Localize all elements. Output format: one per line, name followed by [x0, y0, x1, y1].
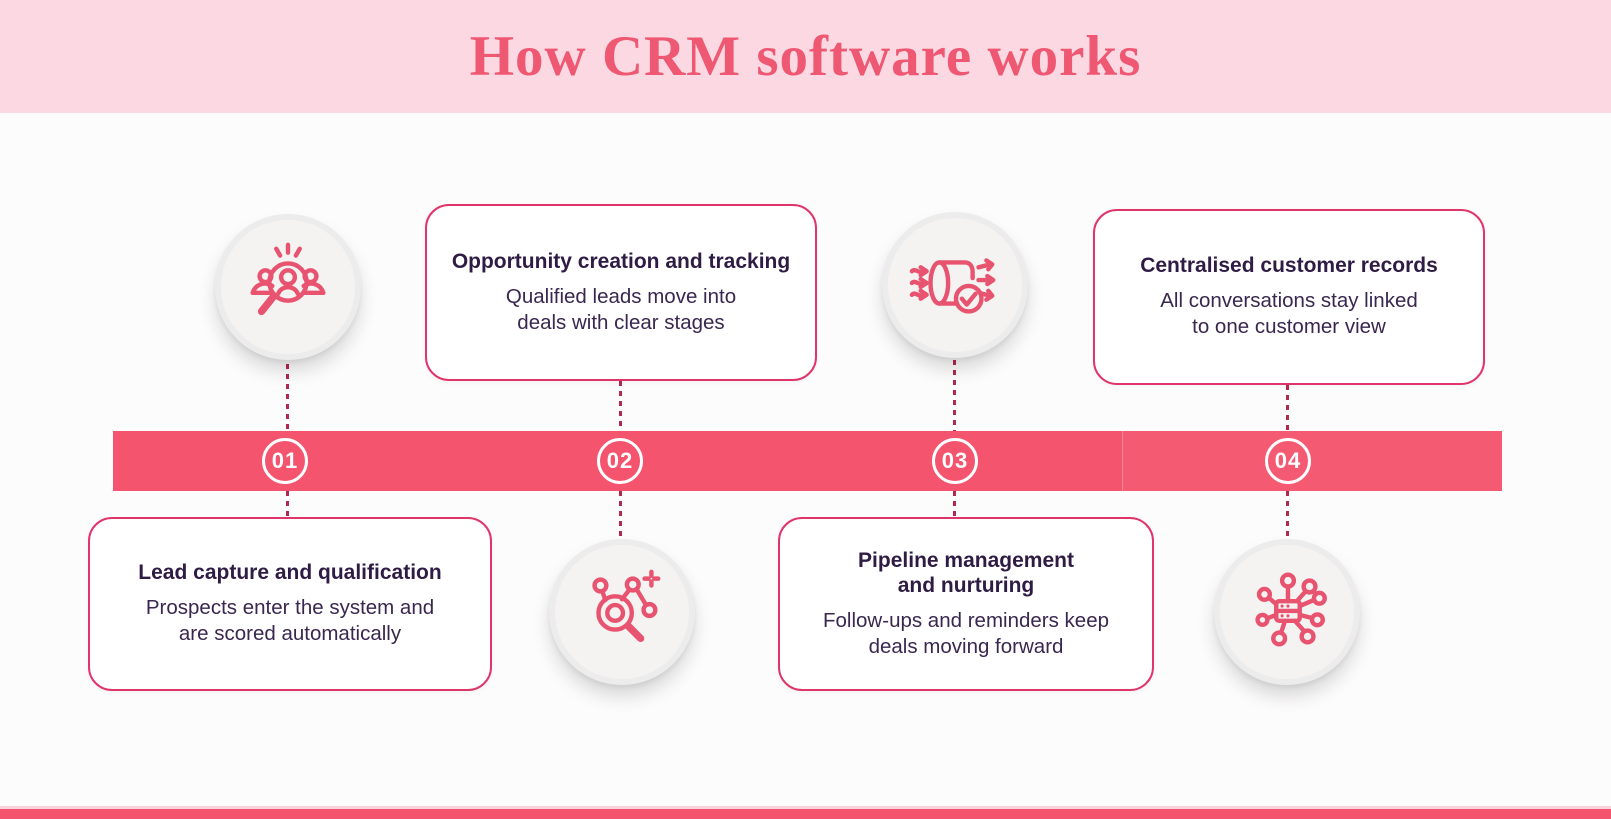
- icon-circle-step-4: [1214, 539, 1360, 685]
- card-description: Qualified leads move into deals with cle…: [505, 284, 737, 334]
- icon-circle-step-2: [549, 539, 695, 685]
- connector-line: [953, 491, 956, 517]
- card-title: Lead capture and qualification: [138, 561, 442, 585]
- step-card-1: Lead capture and qualification Prospects…: [88, 517, 492, 691]
- connector-line: [286, 364, 289, 431]
- connector-line: [953, 360, 956, 431]
- timeline-bar-segment: [1122, 431, 1503, 491]
- connector-line: [1286, 491, 1289, 539]
- card-title: Centralised customer records: [1140, 254, 1438, 278]
- step-card-3: Pipeline management and nurturing Follow…: [778, 517, 1154, 691]
- card-description: Prospects enter the system and are score…: [145, 596, 435, 646]
- step-number-badge-4: 04: [1265, 438, 1311, 484]
- step-number-badge-3: 03: [932, 438, 978, 484]
- footer-accent-line: [0, 806, 1611, 809]
- connector-line: [619, 491, 622, 539]
- connector-line: [619, 381, 622, 431]
- connector-line: [286, 491, 289, 517]
- card-title: Pipeline management and nurturing: [858, 548, 1074, 598]
- header-band: How CRM software works: [0, 0, 1611, 113]
- step-number-badge-2: 02: [597, 438, 643, 484]
- card-description: All conversations stay linked to one cus…: [1160, 289, 1418, 339]
- step-number-badge-1: 01: [262, 438, 308, 484]
- step-card-2: Opportunity creation and tracking Qualif…: [425, 204, 817, 381]
- hub-network-icon: [1238, 561, 1336, 664]
- icon-circle-step-3: [882, 212, 1028, 358]
- connector-line: [1286, 385, 1289, 431]
- page-title: How CRM software works: [469, 25, 1142, 88]
- icon-circle-step-1: [215, 214, 361, 360]
- pipeline-check-icon: [906, 234, 1004, 337]
- footer-bar: [0, 809, 1611, 819]
- network-search-icon: [573, 561, 671, 664]
- step-card-4: Centralised customer records All convers…: [1093, 209, 1485, 385]
- lead-search-icon: [239, 236, 337, 339]
- card-description: Follow-ups and reminders keep deals movi…: [823, 608, 1109, 659]
- card-title: Opportunity creation and tracking: [451, 249, 791, 273]
